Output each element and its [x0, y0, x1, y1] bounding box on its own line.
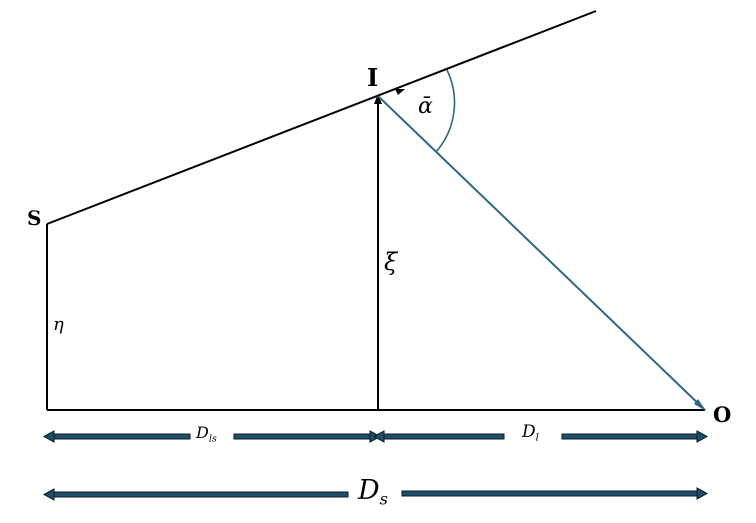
d-ls-dimension-arrow	[42, 430, 382, 443]
deflected-ray-line	[377, 95, 706, 411]
image-label: I	[367, 63, 379, 92]
d-l-main: D	[522, 422, 536, 442]
d-s-label: Ds	[358, 477, 388, 508]
observer-ray-arrowhead	[694, 399, 706, 411]
d-s-main: D	[358, 475, 380, 506]
source-ray-line	[46, 10, 597, 225]
alpha-bar-label: ᾱ	[418, 94, 433, 119]
d-s-dimension-arrow	[42, 487, 709, 501]
observer-label: O	[713, 402, 732, 427]
d-ls-main: D	[196, 423, 209, 442]
d-l-dimension-arrow	[372, 430, 709, 443]
eta-label: η	[53, 314, 64, 335]
d-s-subscript: s	[379, 489, 388, 509]
xi-label: ξ	[384, 248, 398, 276]
d-ls-subscript: ls	[208, 433, 217, 445]
ray-direction-arrowhead	[395, 89, 405, 95]
d-l-subscript: l	[535, 432, 539, 444]
xi-arrowhead	[374, 94, 382, 104]
d-ls-label: Dls	[196, 425, 217, 444]
d-l-label: Dl	[522, 424, 539, 444]
alpha-angle-arc	[435, 69, 456, 153]
source-label: S	[27, 206, 42, 230]
